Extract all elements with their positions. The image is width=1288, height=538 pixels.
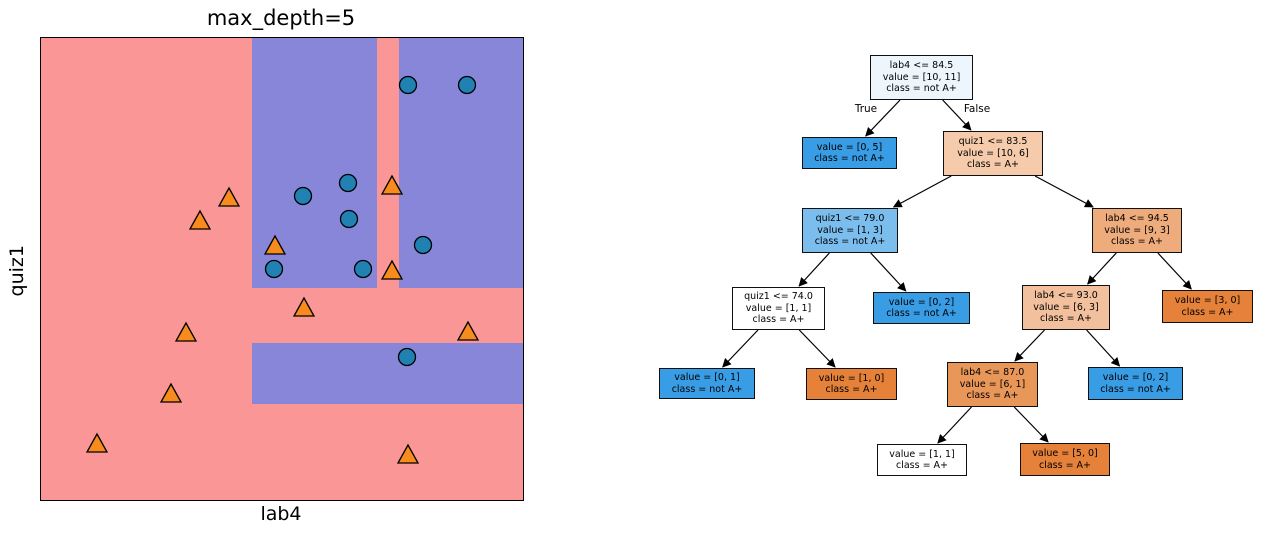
scatter-point-triangle (263, 234, 287, 255)
scatter-point-triangle (159, 382, 183, 403)
tree-node-text: value = [6, 1] (959, 378, 1026, 390)
tree-node-text: value = [1, 1] (889, 448, 955, 460)
scatter-point-circle (413, 235, 433, 255)
tree-node-text: class = not A+ (1100, 383, 1171, 395)
scatter-point-triangle (396, 443, 420, 464)
tree-node-text: lab4 <= 87.0 (960, 367, 1025, 379)
scatter-point-triangle (292, 296, 316, 317)
tree-edge (1086, 329, 1121, 367)
tree-node-text: value = [0, 2] (1102, 372, 1169, 383)
scatter-point-circle (264, 259, 284, 279)
tree-node-text: class = not A+ (814, 236, 886, 248)
scatter-layer (85, 75, 480, 464)
tree-node-text: class = not A+ (671, 383, 743, 395)
tree-edge (1157, 252, 1192, 290)
scatter-point-circle (457, 75, 477, 95)
tree-edge (1013, 406, 1049, 443)
scatter-point-circle (293, 186, 313, 206)
tree-node-10: value = [1, 0]class = A+ (806, 368, 897, 400)
tree-edge (798, 329, 836, 368)
tree-node-text: value = [6, 3] (1033, 301, 1099, 313)
tree-node-text: value = [9, 3] (1104, 224, 1170, 236)
scatter-point-circle (353, 259, 373, 279)
tree-edge (1014, 329, 1045, 362)
tree-edge (798, 252, 830, 287)
tree-node-6: value = [0, 2]class = not A+ (873, 292, 970, 324)
tree-node-text: quiz1 <= 74.0 (744, 291, 813, 303)
tree-node-text: lab4 <= 93.0 (1034, 290, 1098, 302)
tree-node-9: value = [0, 1]class = not A+ (659, 368, 755, 399)
tree-node-text: class = A+ (966, 390, 1019, 402)
tree-node-text: class = not A+ (886, 308, 957, 319)
tree-node-text: class = A+ (1038, 459, 1092, 471)
tree-node-text: class = A+ (1110, 236, 1164, 248)
tree-node-text: value = [0, 2] (888, 296, 955, 308)
tree-edge (1087, 252, 1117, 285)
tree-edge (870, 252, 907, 292)
tree-node-text: value = [1, 0] (818, 372, 885, 384)
edge-label-false: False (963, 103, 991, 115)
tree-node-text: class = A+ (1039, 313, 1093, 325)
x-axis-label: lab4 (260, 503, 302, 525)
scatter-point-triangle (188, 209, 212, 230)
scatter-point-triangle (85, 432, 109, 453)
tree-node-13: value = [1, 1]class = A+ (877, 444, 967, 476)
scatter-point-circle (338, 173, 358, 193)
tree-edge (937, 406, 972, 444)
scatter-point-triangle (174, 321, 198, 342)
tree-node-text: value = [1, 1] (745, 302, 812, 314)
scatter-point-triangle (380, 259, 404, 280)
tree-node-text: lab4 <= 94.5 (1105, 213, 1169, 225)
scatter-point-triangle (456, 320, 480, 341)
tree-node-text: quiz1 <= 83.5 (958, 136, 1028, 148)
tree-node-text: class = A+ (966, 159, 1020, 171)
scatter-point-triangle (380, 174, 404, 195)
tree-node-text: value = [1, 3] (817, 224, 883, 236)
tree-node-text: lab4 <= 84.5 (889, 60, 954, 72)
tree-node-text: value = [10, 6] (957, 147, 1029, 159)
tree-node-text: value = [0, 5] (816, 141, 883, 153)
tree-node-1: value = [0, 5]class = not A+ (802, 137, 897, 169)
tree-node-text: value = [10, 11] (882, 71, 961, 83)
tree-edge (892, 175, 952, 208)
tree-node-text: class = A+ (825, 384, 878, 395)
plot-title: max_depth=5 (206, 6, 356, 30)
tree-node-text: quiz1 <= 79.0 (815, 213, 885, 225)
tree-node-text: class = A+ (1181, 306, 1234, 318)
scatter-point-circle (339, 209, 359, 229)
tree-node-text: class = A+ (895, 460, 949, 471)
tree-node-text: value = [0, 1] (674, 372, 740, 383)
scatter-point-circle (397, 347, 417, 367)
tree-node-text: class = not A+ (814, 153, 885, 164)
tree-node-text: value = [3, 0] (1174, 295, 1241, 306)
tree-node-text: class = A+ (752, 314, 805, 326)
tree-node-8: value = [3, 0]class = A+ (1162, 290, 1253, 323)
y-axis-label: quiz1 (6, 245, 28, 297)
tree-node-12: value = [0, 2]class = not A+ (1088, 367, 1183, 400)
tree-node-text: value = [5, 0] (1032, 448, 1098, 459)
scatter-point-triangle (217, 186, 241, 207)
decision-region (252, 343, 523, 404)
tree-edge (722, 329, 759, 368)
scatter-point-circle (398, 75, 418, 95)
decision-boundary-plot (40, 37, 524, 501)
tree-edge (1034, 175, 1094, 208)
tree-node-14: value = [5, 0]class = A+ (1020, 443, 1110, 476)
tree-node-text: class = not A+ (886, 83, 957, 95)
edge-label-true: True (854, 103, 878, 115)
